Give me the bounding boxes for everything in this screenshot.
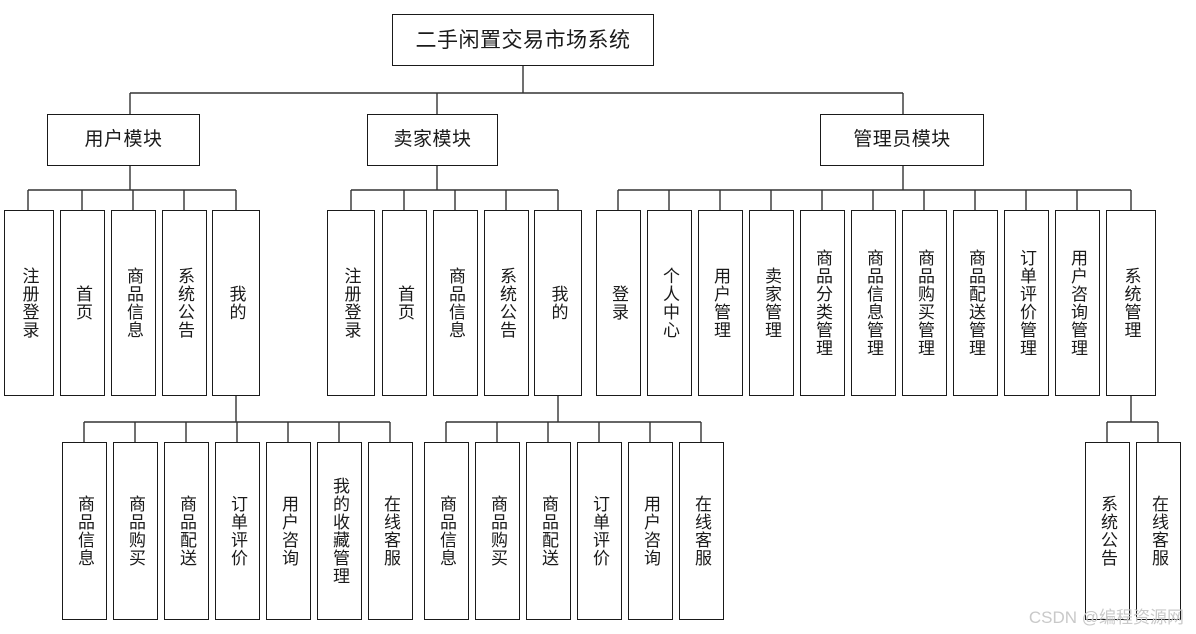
node-user-announcement[interactable]: 系统公告 (162, 210, 207, 396)
node-label: 登录 (609, 285, 628, 321)
node-label: 用户咨询 (641, 495, 660, 567)
node-admin-purchase-mgmt[interactable]: 商品购买管理 (902, 210, 947, 396)
node-label: 订单评价 (590, 495, 609, 567)
node-label: 商品信息 (446, 267, 465, 339)
node-label: 我的收藏管理 (330, 477, 349, 585)
node-sm-support[interactable]: 在线客服 (679, 442, 724, 620)
node-label: 商品购买管理 (915, 249, 934, 357)
node-label: 商品信息 (75, 495, 94, 567)
node-label: 商品信息 (437, 495, 456, 567)
watermark: CSDN @编程资源网 (1028, 608, 1184, 627)
node-label: 商品配送 (539, 495, 558, 567)
node-label: 在线客服 (381, 495, 400, 567)
node-label: 卖家模块 (393, 128, 472, 150)
node-user-product-info[interactable]: 商品信息 (111, 210, 156, 396)
node-admin-system-mgmt[interactable]: 系统管理 (1106, 210, 1156, 396)
node-label: 用户管理 (711, 267, 730, 339)
node-label: 注册登录 (341, 267, 361, 339)
node-label: 商品购买 (488, 495, 507, 567)
node-label: 商品配送 (177, 495, 196, 567)
node-sm-consult[interactable]: 用户咨询 (628, 442, 673, 620)
node-label: 我的 (548, 285, 568, 321)
node-seller-announcement[interactable]: 系统公告 (484, 210, 529, 396)
node-um-purchase[interactable]: 商品购买 (113, 442, 158, 620)
node-seller-module[interactable]: 卖家模块 (367, 114, 498, 166)
node-um-product-info[interactable]: 商品信息 (62, 442, 107, 620)
node-admin-login[interactable]: 登录 (596, 210, 641, 396)
node-label: 在线客服 (692, 495, 711, 567)
node-as-support[interactable]: 在线客服 (1136, 442, 1181, 620)
node-label: 在线客服 (1149, 495, 1168, 567)
node-label: 订单评价管理 (1017, 249, 1036, 357)
node-um-support[interactable]: 在线客服 (368, 442, 413, 620)
node-label: 用户咨询 (279, 495, 298, 567)
node-label: 注册登录 (19, 267, 39, 339)
node-label: 二手闲置交易市场系统 (415, 27, 631, 52)
node-label: 商品信息管理 (864, 249, 883, 357)
node-um-order-review[interactable]: 订单评价 (215, 442, 260, 620)
node-label: 卖家管理 (762, 267, 781, 339)
node-label: 系统公告 (497, 267, 516, 339)
node-seller-home[interactable]: 首页 (382, 210, 427, 396)
node-um-favorites[interactable]: 我的收藏管理 (317, 442, 362, 620)
node-um-consult[interactable]: 用户咨询 (266, 442, 311, 620)
node-label: 商品购买 (126, 495, 145, 567)
node-seller-mine[interactable]: 我的 (534, 210, 582, 396)
node-admin-product-info-mgmt[interactable]: 商品信息管理 (851, 210, 896, 396)
node-admin-user-mgmt[interactable]: 用户管理 (698, 210, 743, 396)
node-seller-product-info[interactable]: 商品信息 (433, 210, 478, 396)
node-um-delivery[interactable]: 商品配送 (164, 442, 209, 620)
node-admin-order-review-mgmt[interactable]: 订单评价管理 (1004, 210, 1049, 396)
node-label: 用户模块 (84, 128, 163, 150)
node-admin-seller-mgmt[interactable]: 卖家管理 (749, 210, 794, 396)
node-user-home[interactable]: 首页 (60, 210, 105, 396)
node-admin-delivery-mgmt[interactable]: 商品配送管理 (953, 210, 998, 396)
node-user-module[interactable]: 用户模块 (47, 114, 200, 166)
node-label: 商品配送管理 (966, 249, 985, 357)
node-label: 系统管理 (1121, 267, 1141, 339)
node-sm-product-info[interactable]: 商品信息 (424, 442, 469, 620)
node-admin-category-mgmt[interactable]: 商品分类管理 (800, 210, 845, 396)
node-admin-module[interactable]: 管理员模块 (820, 114, 984, 166)
node-label: 首页 (395, 285, 414, 321)
node-label: 个人中心 (660, 267, 679, 339)
node-label: 商品分类管理 (813, 249, 832, 357)
node-user-register-login[interactable]: 注册登录 (4, 210, 54, 396)
node-label: 管理员模块 (853, 128, 951, 150)
node-label: 用户咨询管理 (1068, 249, 1087, 357)
node-sm-delivery[interactable]: 商品配送 (526, 442, 571, 620)
node-label: 首页 (73, 285, 92, 321)
node-label: 订单评价 (228, 495, 247, 567)
node-seller-register-login[interactable]: 注册登录 (327, 210, 375, 396)
node-label: 系统公告 (175, 267, 194, 339)
node-label: 商品信息 (124, 267, 143, 339)
node-admin-consult-mgmt[interactable]: 用户咨询管理 (1055, 210, 1100, 396)
node-label: 我的 (226, 285, 246, 321)
node-root-system[interactable]: 二手闲置交易市场系统 (392, 14, 654, 66)
node-sm-purchase[interactable]: 商品购买 (475, 442, 520, 620)
node-user-mine[interactable]: 我的 (212, 210, 260, 396)
node-label: 系统公告 (1098, 495, 1117, 567)
node-sm-order-review[interactable]: 订单评价 (577, 442, 622, 620)
node-as-announcement[interactable]: 系统公告 (1085, 442, 1130, 620)
node-admin-profile-center[interactable]: 个人中心 (647, 210, 692, 396)
